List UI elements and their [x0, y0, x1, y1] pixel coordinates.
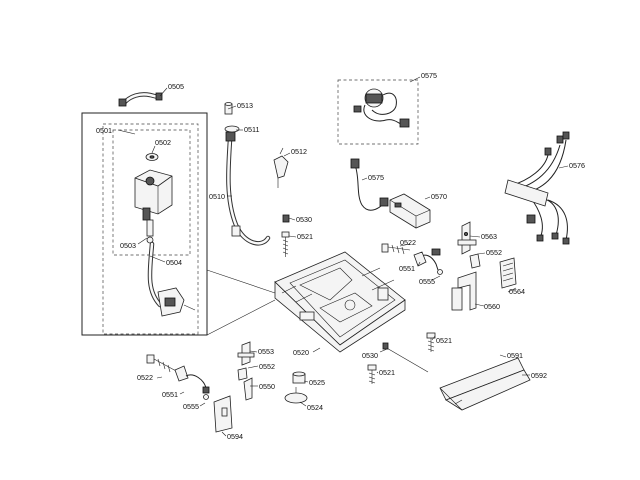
- label-0502: 0502: [155, 138, 171, 147]
- wire-harness-0575-top: [337, 79, 419, 145]
- sensor-group-bottom-left: [146, 354, 210, 400]
- rod-part-0530-lower: [382, 342, 429, 373]
- label-0594: 0594: [227, 432, 243, 441]
- label-0505: 0505: [168, 82, 184, 91]
- label-0504: 0504: [166, 258, 182, 267]
- wire-harness-0576: [504, 131, 570, 245]
- label-0564: 0564: [509, 287, 525, 296]
- label-0510: 0510: [209, 192, 225, 201]
- label-0560: 0560: [484, 302, 500, 311]
- bracket-part-0563: [457, 221, 477, 255]
- foot-screw-0521-lower: [367, 364, 377, 384]
- assembly-frame-0501: [81, 112, 276, 336]
- label-0550: 0550: [259, 382, 275, 391]
- bracket-group-bottom: [213, 341, 255, 433]
- hinge-bracket-0560: [451, 271, 477, 311]
- clamp-part-0511: [224, 125, 240, 133]
- label-0512: 0512: [291, 147, 307, 156]
- label-0555-bottom: 0555: [183, 402, 199, 411]
- module-part-0570: [389, 193, 431, 229]
- label-0563: 0563: [481, 232, 497, 241]
- label-0591: 0591: [507, 351, 523, 360]
- label-0520: 0520: [293, 348, 309, 357]
- label-0525: 0525: [309, 378, 325, 387]
- wire-sensor-0575-lower: [350, 158, 389, 211]
- hose-part-0505: [118, 92, 163, 107]
- plate-parts-0591-0592: [439, 357, 531, 411]
- label-0511: 0511: [244, 125, 259, 134]
- foot-screw-0521-right: [426, 332, 436, 352]
- label-0551-right: 0551: [399, 264, 415, 273]
- cap-part-0513: [224, 102, 233, 115]
- sensor-group-right: [381, 243, 443, 275]
- label-0501: 0501: [96, 126, 112, 135]
- label-0575-top: 0575: [421, 71, 437, 80]
- leader-lines: [117, 76, 569, 437]
- connector-part-0564: [499, 257, 517, 289]
- label-0524: 0524: [307, 403, 323, 412]
- label-0521-upper: 0521: [297, 232, 313, 241]
- label-0522-bottom: 0522: [137, 373, 153, 382]
- label-0570: 0570: [431, 192, 447, 201]
- label-0521-right: 0521: [436, 336, 452, 345]
- valve-part-0512: [273, 147, 289, 188]
- label-0530-lower: 0530: [362, 351, 378, 360]
- label-0575-lower: 0575: [368, 173, 384, 182]
- label-0530-upper: 0530: [296, 215, 312, 224]
- label-0576: 0576: [569, 161, 585, 170]
- float-parts-0524-0525: [284, 371, 308, 404]
- label-0513: 0513: [237, 101, 253, 110]
- washer-part-0502: [145, 153, 159, 161]
- foot-screw-0521-upper: [281, 231, 290, 257]
- clip-part-0552-right: [469, 253, 481, 269]
- label-0592: 0592: [531, 371, 547, 380]
- base-pan-0520: [274, 251, 406, 353]
- label-0555-right: 0555: [419, 277, 435, 286]
- label-0551-bottom: 0551: [162, 390, 178, 399]
- plug-part-0530-upper: [282, 214, 290, 223]
- pump-valve-assembly: [134, 169, 173, 244]
- label-0553: 0553: [258, 347, 274, 356]
- label-0552-bottom: 0552: [259, 362, 275, 371]
- part-labels: 0505 0501 0502 0503 0504 0513 0511 0512 …: [96, 71, 585, 441]
- label-0522-right: 0522: [400, 238, 416, 247]
- fill-hose-0510: [225, 131, 271, 246]
- label-0552-right: 0552: [486, 248, 502, 257]
- label-0503: 0503: [120, 241, 136, 250]
- hose-part-0504: [147, 241, 196, 317]
- label-0521-lower: 0521: [379, 368, 395, 377]
